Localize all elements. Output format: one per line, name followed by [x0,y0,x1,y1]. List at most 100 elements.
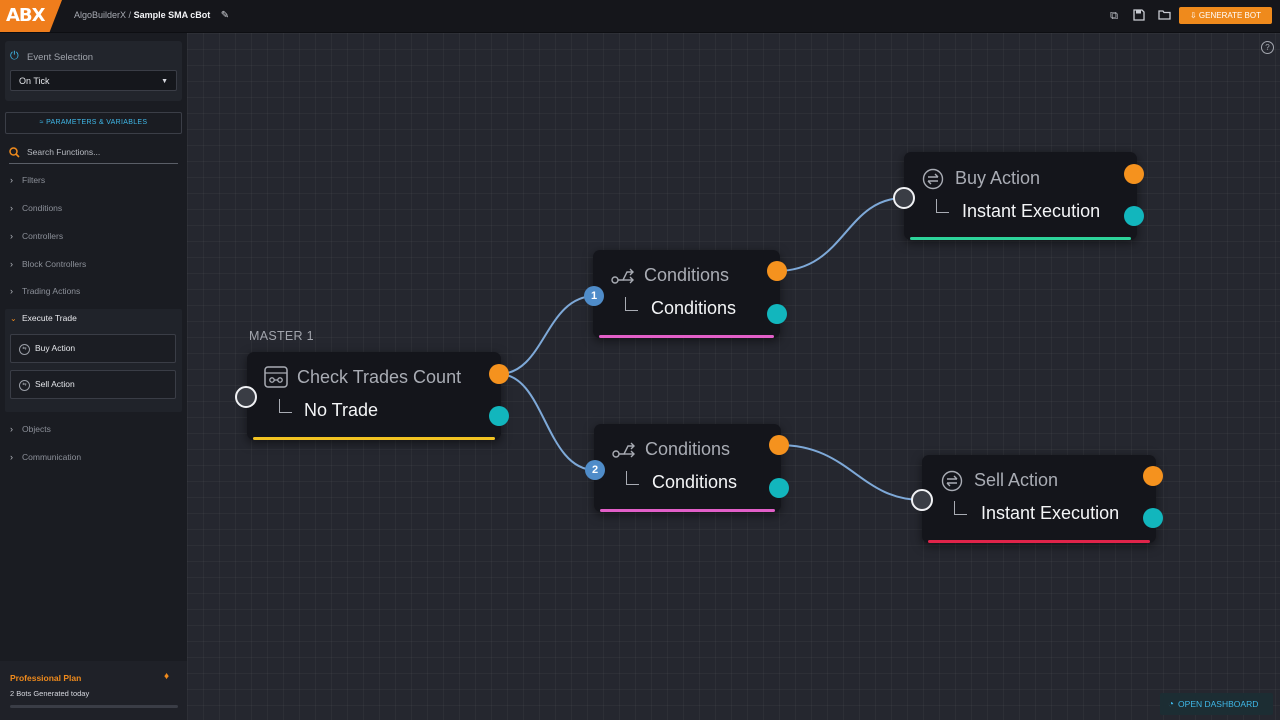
node-conditions-2[interactable]: Conditions Conditions [594,424,781,512]
category-label: Execute Trade [22,313,77,323]
breadcrumb-app[interactable]: AlgoBuilderX [74,10,127,20]
category-trading-actions[interactable]: › Trading Actions [10,283,180,299]
exchange-icon: ⇆ [19,344,30,355]
chevron-right-icon: › [10,175,13,185]
category-objects[interactable]: › Objects [10,421,180,437]
node-accent-bar [910,237,1131,240]
chevron-right-icon: › [10,286,13,296]
category-label: Communication [22,452,82,462]
output-port-false[interactable] [769,478,789,498]
category-controllers[interactable]: ›Controllers [10,228,180,244]
output-port-true[interactable] [1143,466,1163,486]
node-subtitle: Conditions [651,298,737,318]
chevron-right-icon: › [10,424,13,434]
breadcrumb-separator: / [128,10,132,20]
category-block-controllers[interactable]: › Block Controllers [10,256,180,272]
category-conditions[interactable]: › Conditions [10,200,180,216]
event-select[interactable]: On Tick ▼ [10,70,177,91]
chevron-right-icon: › [10,231,13,241]
output-port-true[interactable] [769,435,789,455]
chevron-right-icon: › [10,259,13,269]
node-title: Conditions [645,439,731,459]
node-title: Sell Action [974,470,1059,490]
master-label: MASTER 1 [249,329,314,343]
parameters-variables-button[interactable]: ≈ PARAMETERS & VARIABLES [5,112,182,134]
node-subtitle: Instant Execution [981,503,1120,523]
branch-icon [611,265,635,292]
download-icon: ⇩ [1189,11,1197,20]
function-buy-action[interactable]: ⇆ Buy Action [10,334,176,363]
node-title: Conditions [644,265,730,285]
execute-trade-header[interactable]: ⌄ Execute Trade [10,313,77,323]
branch-badge-2: 2 [585,460,605,480]
output-port-false[interactable] [767,304,787,324]
plan-progress-bar [10,705,178,708]
category-label: Objects [22,424,51,434]
elbow-connector [625,297,638,311]
input-port[interactable] [911,489,933,511]
function-sell-action[interactable]: ⇆Sell Action [10,370,176,399]
app-logo[interactable]: ABX [0,0,62,32]
node-buy-action[interactable]: Buy Action Instant Execution [904,152,1137,240]
search-functions-input[interactable] [25,146,179,158]
chevron-right-icon: › [10,452,13,462]
generate-bot-button[interactable]: ⇩ GENERATE BOT [1179,7,1272,24]
node-subtitle: Conditions [652,472,738,492]
project-name: Sample SMA cBot [133,10,211,20]
gauge-icon: ◔ [1168,699,1175,710]
help-icon[interactable]: ? [1261,41,1274,54]
node-conditions-1[interactable]: Conditions Conditions [593,250,780,338]
function-label: Buy Action [35,343,76,353]
node-accent-bar [600,509,775,512]
elbow-connector [954,501,967,515]
category-label: Trading Actions [22,286,81,296]
node-title: Buy Action [955,168,1041,188]
power-icon: ⏻ [10,50,19,62]
branch-badge-1: 1 [584,286,604,306]
output-port-true[interactable] [767,261,787,281]
output-port-false[interactable] [489,406,509,426]
open-dashboard-button[interactable]: ◔OPEN DASHBOARD [1160,693,1273,715]
category-label: Conditions [22,203,63,213]
node-subtitle: No Trade [304,400,379,420]
elbow-connector [626,471,639,485]
node-check-trades-count[interactable]: Check Trades Count No Trade [247,352,501,440]
node-accent-bar [253,437,495,440]
sidebar: ⏻ Event Selection On Tick ▼ ≈ PARAMETERS… [0,33,187,720]
plan-panel: Professional Plan ♦ 2 Bots Generated tod… [0,661,187,720]
save-icon[interactable] [1132,9,1146,23]
category-label: Block Controllers [22,259,87,269]
category-communication[interactable]: › Communication [10,449,180,465]
category-execute-trade: ⌄ Execute Trade ⇆ Buy Action ⇆Sell Action [5,309,182,412]
category-label: Filters [22,175,46,185]
block-controller-icon [264,366,288,393]
event-select-value: On Tick [19,76,50,86]
node-accent-bar [928,540,1150,543]
input-port[interactable] [235,386,257,408]
event-selection-title: Event Selection [27,52,94,63]
event-selection-panel: ⏻ Event Selection On Tick ▼ [5,41,182,101]
output-port-true[interactable] [1124,164,1144,184]
duplicate-icon[interactable]: ⧉ [1110,10,1118,22]
node-accent-bar [599,335,774,338]
node-subtitle: Instant Execution [962,201,1101,221]
input-port[interactable] [893,187,915,209]
edit-pencil-icon[interactable]: ✎ [220,10,230,21]
chevron-down-icon: ⌄ [10,314,17,323]
folder-icon[interactable] [1157,9,1171,23]
output-port-true[interactable] [489,364,509,384]
exchange-icon [941,470,963,497]
caret-down-icon: ▼ [161,78,168,85]
diamond-icon: ♦ [164,671,170,682]
output-port-false[interactable] [1143,508,1163,528]
output-port-false[interactable] [1124,206,1144,226]
category-filters[interactable]: › Filters [10,172,180,188]
function-search [9,144,179,164]
branch-icon [612,439,636,466]
node-sell-action[interactable]: Sell Action Instant Execution [922,455,1156,543]
parameters-variables-label: PARAMETERS & VARIABLES [46,119,148,126]
chevron-right-icon: › [10,203,13,213]
elbow-connector [279,399,292,413]
node-title: Check Trades Count [297,367,462,387]
plan-usage: 2 Bots Generated today [10,689,90,698]
